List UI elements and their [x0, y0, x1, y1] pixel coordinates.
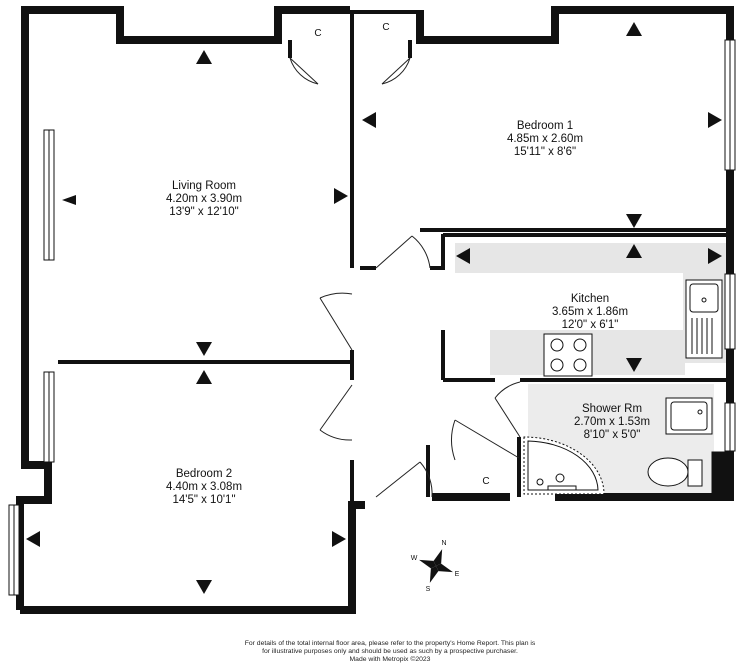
interior-walls [58, 14, 728, 505]
dimension-arrows [26, 22, 722, 594]
kitchen-imperial: 12'0" x 6'1" [562, 319, 619, 331]
shower-room-imperial: 8'10" x 5'0" [584, 429, 641, 441]
shower-room-metric: 2.70m x 1.53m [574, 416, 650, 428]
living-room-imperial: 13'9" x 12'10" [169, 206, 238, 218]
bedroom2-imperial: 14'5" x 10'1" [172, 494, 235, 506]
kitchen-sink [685, 279, 723, 359]
compass-w: W [411, 555, 418, 562]
washbasin [665, 397, 713, 435]
windows [8, 39, 736, 596]
compass-icon [419, 549, 453, 583]
bedroom1-imperial: 15'11" x 8'6" [514, 146, 576, 158]
living-room-metric: 4.20m x 3.90m [166, 193, 242, 205]
cupboard-label-1: C [314, 28, 321, 39]
hob [543, 333, 593, 377]
compass-s: S [426, 586, 431, 593]
shower-tray [523, 436, 605, 495]
cupboard-labels: C C C [314, 22, 489, 487]
footer-line-2: for illustrative purposes only and shoul… [262, 648, 518, 655]
toilet [647, 451, 729, 495]
compass-e: E [455, 571, 460, 578]
bedroom1-metric: 4.85m x 2.60m [507, 133, 583, 145]
cupboard-label-3: C [482, 476, 489, 487]
kitchen-metric: 3.65m x 1.86m [552, 306, 628, 318]
cupboard-label-2: C [382, 22, 389, 33]
living-room-name: Living Room [172, 180, 236, 192]
bedroom2-name: Bedroom 2 [176, 468, 232, 480]
shower-room-name: Shower Rm [582, 403, 642, 415]
cupboard-walls [288, 10, 424, 58]
kitchen-name: Kitchen [571, 293, 609, 305]
footer-line-3: Made with Metropix ©2023 [349, 656, 431, 663]
doors [289, 57, 521, 498]
bedroom1-name: Bedroom 1 [517, 120, 573, 132]
room-labels: Living Room 4.20m x 3.90m 13'9" x 12'10"… [166, 120, 650, 506]
compass-letters: N E S W [411, 540, 460, 593]
compass-n: N [441, 540, 446, 547]
footer-line-1: For details of the total internal floor … [244, 640, 536, 647]
bedroom2-metric: 4.40m x 3.08m [166, 481, 242, 493]
footer-disclaimer: For details of the total internal floor … [230, 640, 550, 664]
